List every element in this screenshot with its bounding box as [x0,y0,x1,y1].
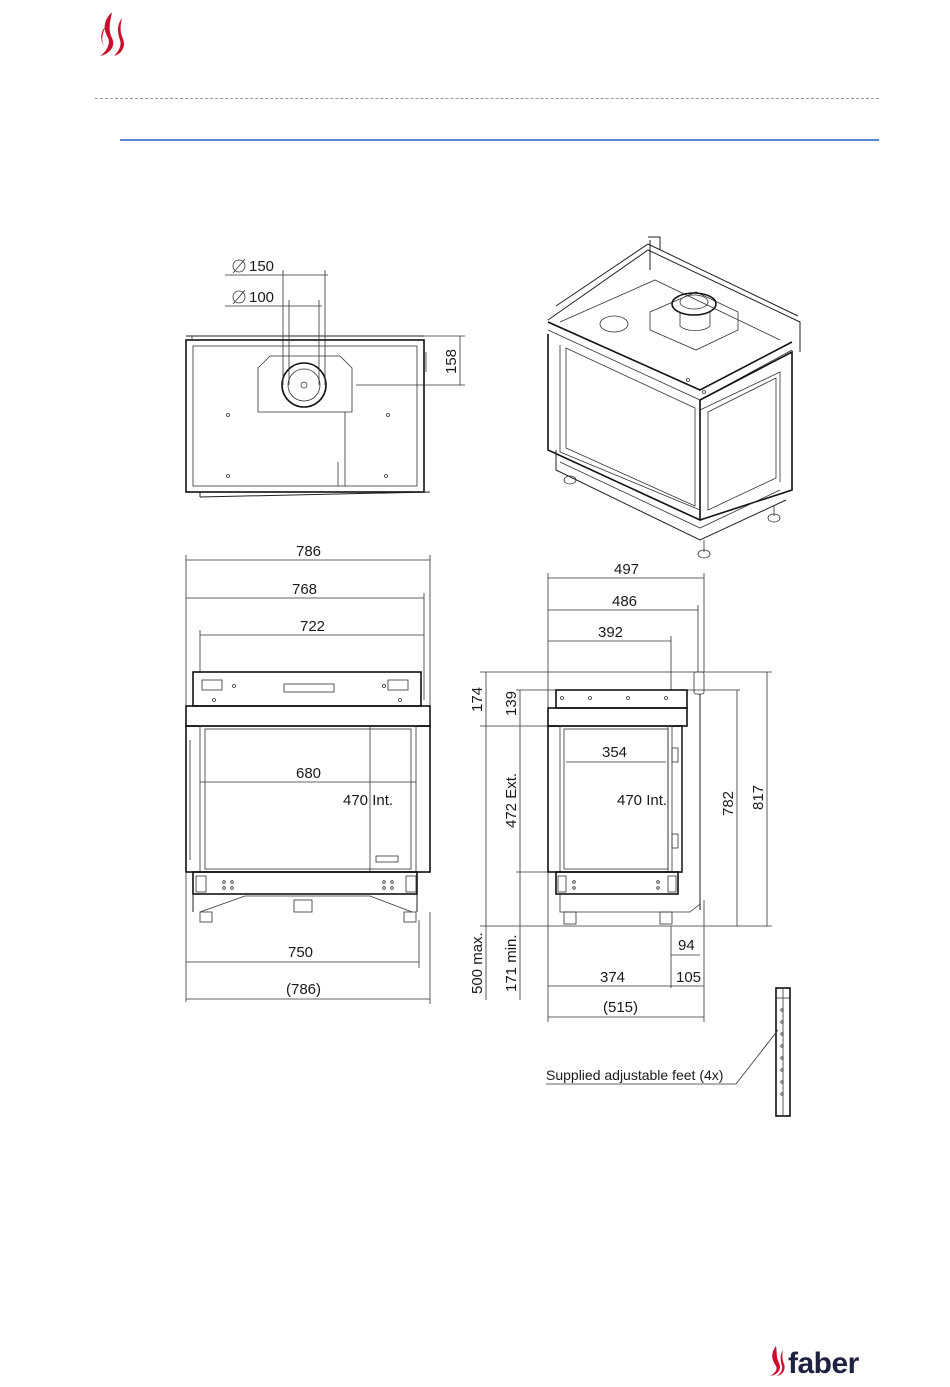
dim-158: 158 [443,349,460,374]
brand-name: faber [788,1347,860,1380]
dim-680: 680 [296,765,321,782]
dim-786: 786 [296,543,321,560]
dim-817: 817 [750,785,767,810]
dim-500-max: 500 max. [469,932,486,994]
top-view: 150 100 158 [186,258,465,497]
feet-detail: Supplied adjustable feet (4x) [546,988,790,1116]
faber-flame-icon [770,1346,785,1376]
dim-392: 392 [598,624,623,641]
dim-472-ext: 472 Ext. [503,773,520,828]
dim-139: 139 [503,691,520,716]
dim-171-min: 171 min. [503,934,520,992]
dim-768: 768 [292,581,317,598]
dim-515-ref: (515) [603,999,638,1016]
dim-750: 750 [288,944,313,961]
front-view: 786 768 722 6 [186,543,430,1004]
faber-logo: faber [768,1340,878,1380]
side-view: 497 486 392 174 139 472 Ext. 782 817 500… [469,561,772,1022]
dim-486: 486 [612,593,637,610]
isometric-view [548,237,800,558]
dim-174: 174 [469,687,486,712]
dim-dia-150: 150 [249,258,274,275]
dim-782: 782 [720,791,737,816]
dim-dia-100: 100 [249,289,274,306]
dim-786-ref: (786) [286,981,321,998]
dim-354: 354 [602,744,627,761]
dim-94: 94 [678,937,695,954]
dim-497: 497 [614,561,639,578]
dim-722: 722 [300,618,325,635]
feet-label: Supplied adjustable feet (4x) [546,1067,723,1083]
dim-374: 374 [600,969,625,986]
dim-105: 105 [676,969,701,986]
dim-470-int-side: 470 Int. [617,792,667,809]
dim-470-int-front: 470 Int. [343,792,393,809]
